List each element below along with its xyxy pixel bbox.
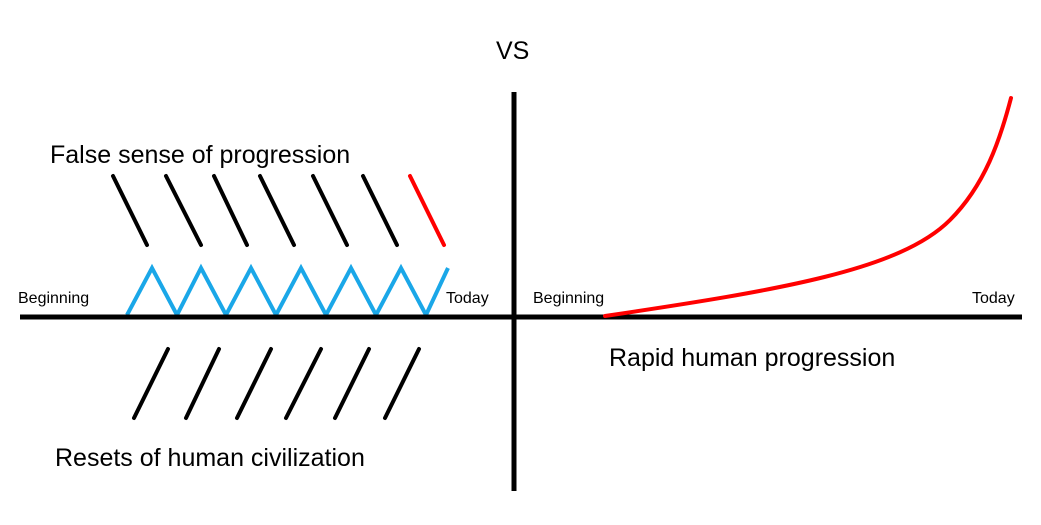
left-axis-start-label: Beginning [18, 290, 90, 307]
right-axis-start-label: Beginning [533, 290, 605, 307]
upper-slash-2 [164, 174, 203, 247]
left-upper-slashes [111, 174, 399, 247]
lower-slash-1 [132, 347, 170, 420]
rapid-progression-label: Rapid human progression [609, 344, 896, 372]
progression-curve [603, 96, 1013, 318]
left-lower-slashes [132, 347, 421, 420]
upper-slash-4 [258, 174, 296, 247]
lower-slash-4 [284, 347, 323, 420]
lower-slash-2 [184, 347, 221, 420]
right-axis-end-label: Today [972, 290, 1015, 307]
lower-slash-3 [235, 347, 273, 420]
lower-slash-6 [383, 347, 421, 420]
progression-zigzag [125, 263, 450, 320]
vs-title: VS [496, 37, 530, 65]
false-progression-label: False sense of progression [50, 141, 351, 169]
upper-slash-5 [311, 174, 349, 247]
lower-slash-5 [333, 347, 371, 420]
resets-label: Resets of human civilization [55, 444, 365, 472]
upper-slash-6 [361, 174, 399, 247]
upper-slash-1 [111, 174, 149, 247]
upper-slash-3 [212, 174, 249, 247]
left-axis-end-label: Today [446, 290, 489, 307]
upper-slash-highlight [408, 174, 446, 247]
